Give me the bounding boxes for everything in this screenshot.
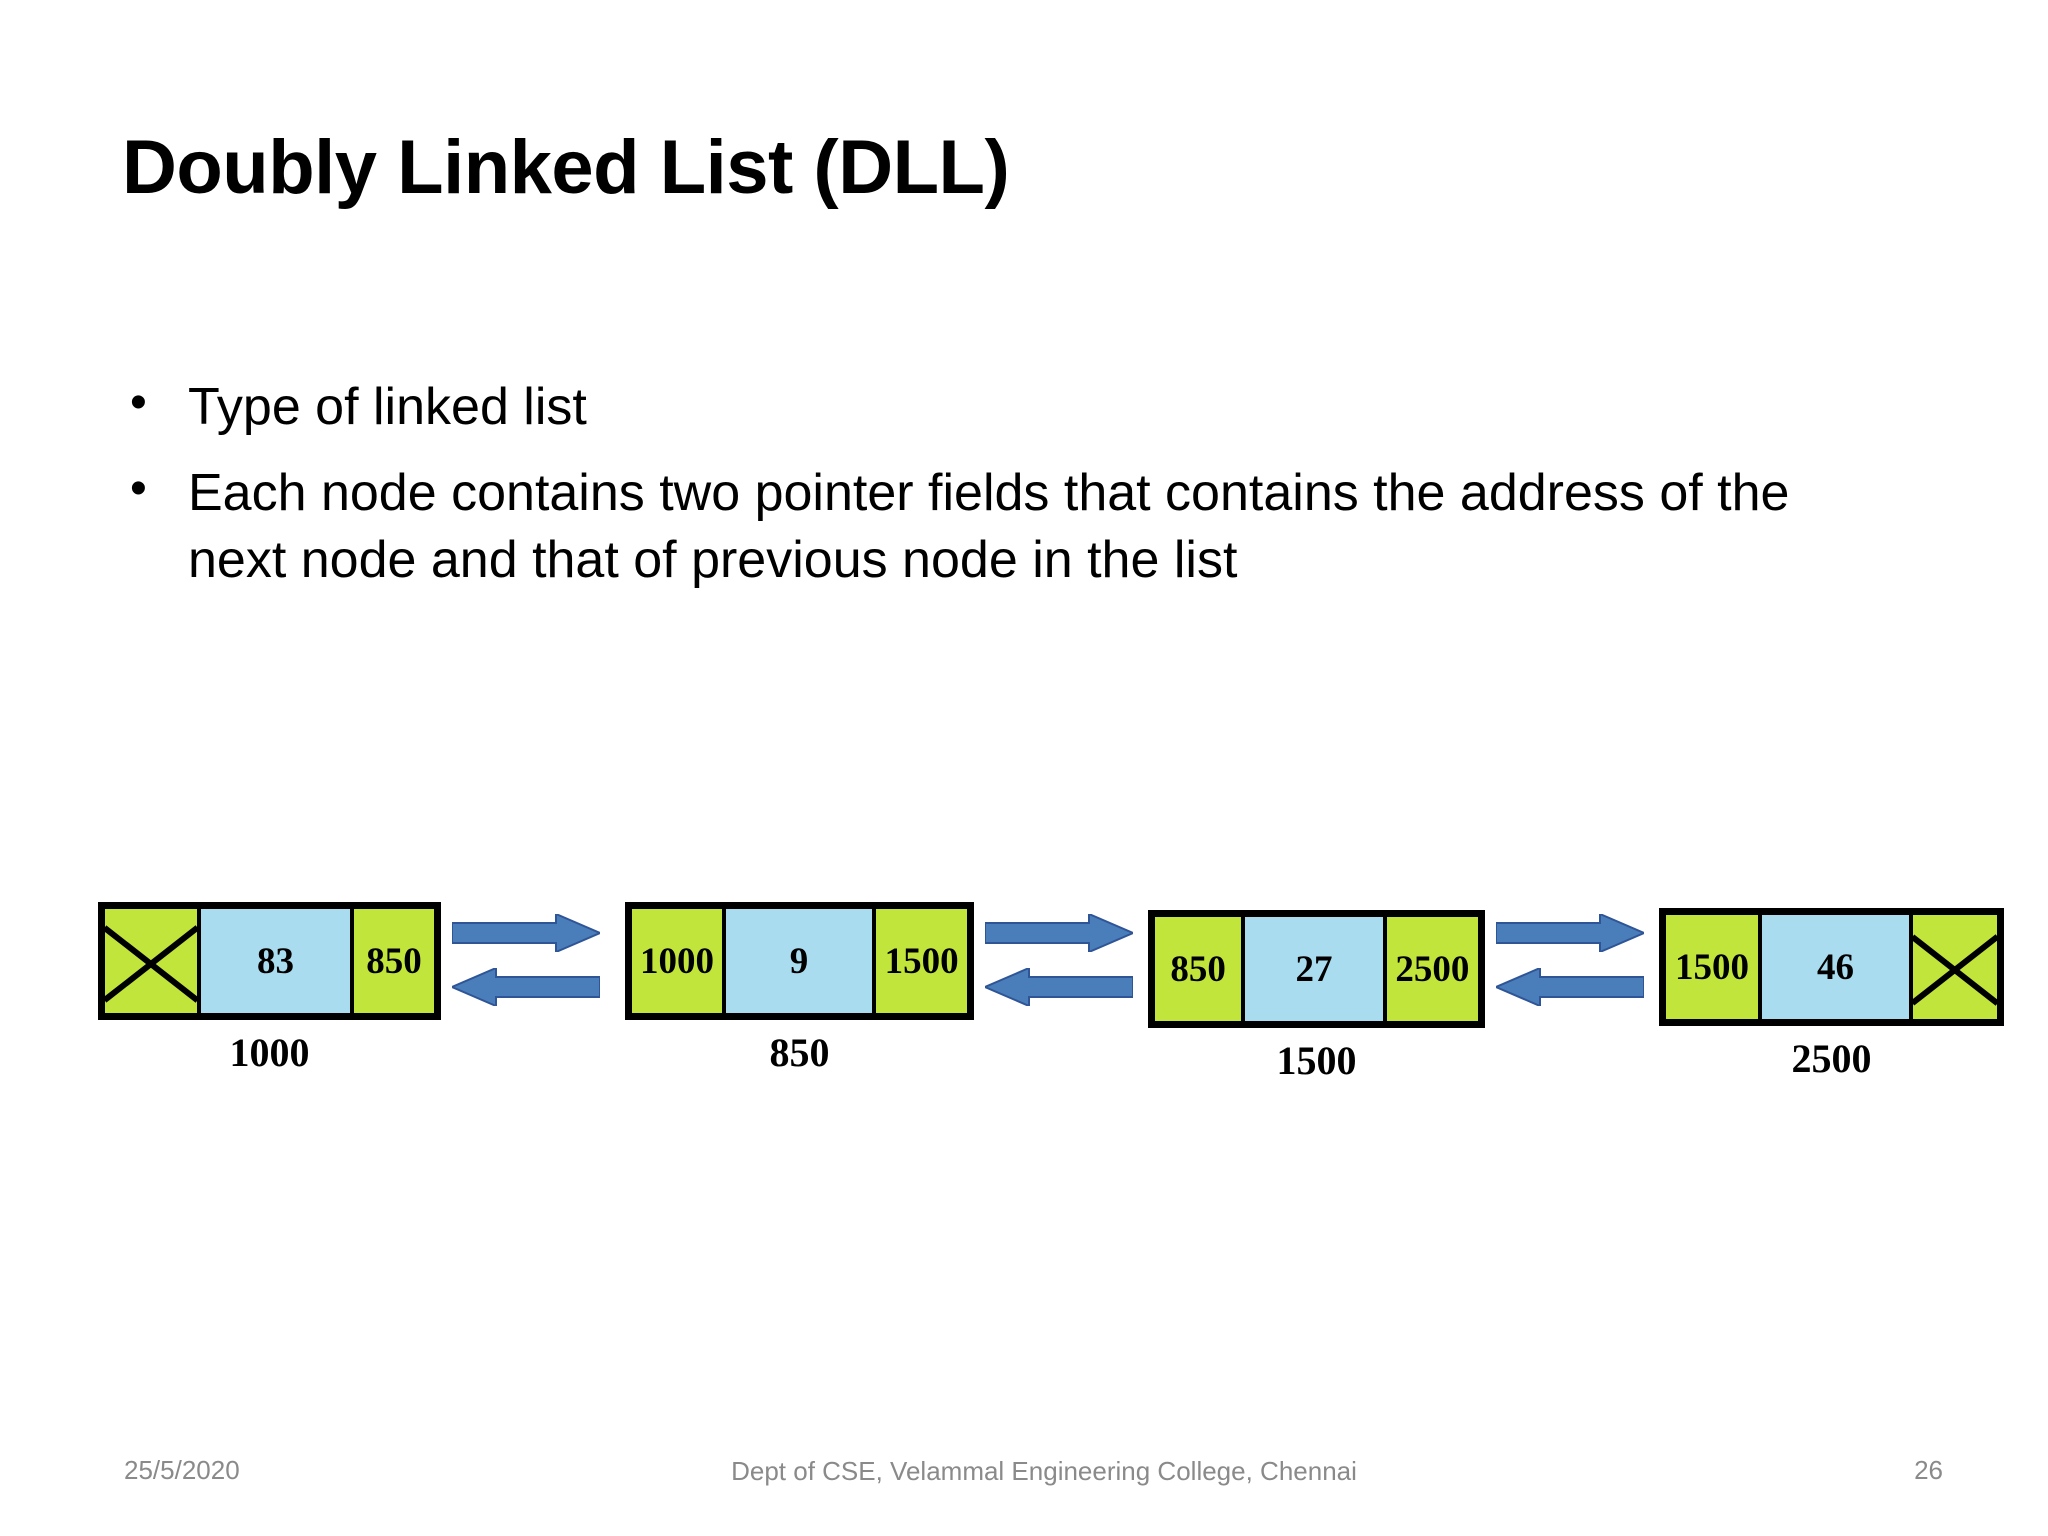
next-arrow-right-icon [452, 914, 600, 952]
next-pointer-value: 850 [350, 909, 434, 1013]
list-item: • Type of linked list [120, 374, 1920, 442]
node-box: 850 27 2500 [1148, 910, 1485, 1028]
prev-pointer-value: 1500 [1666, 915, 1762, 1019]
node-address-label: 1500 [1276, 1038, 1357, 1083]
node-address-label: 1000 [229, 1030, 310, 1075]
prev-pointer-value: 1000 [632, 909, 726, 1013]
node-address-label: 2500 [1791, 1036, 1872, 1081]
bullet-text: Each node contains two pointer fields th… [188, 463, 1790, 590]
next-pointer-null-icon [1909, 915, 1997, 1019]
node-box: 1500 46 [1659, 908, 2004, 1026]
prev-arrow-left-icon [985, 968, 1133, 1006]
slide-footer: 25/5/2020 Dept of CSE, Velammal Engineer… [0, 1455, 2048, 1535]
prev-arrow-left-icon [1496, 968, 1644, 1006]
node-address-label: 850 [769, 1030, 830, 1075]
next-pointer-value: 2500 [1382, 917, 1479, 1021]
arrow-pair-node1-node2 [452, 912, 600, 1016]
node-data-value: 46 [1762, 915, 1909, 1019]
prev-pointer-null-icon [105, 909, 201, 1013]
list-item: • Each node contains two pointer fields … [120, 460, 1920, 595]
node-box: 1000 9 1500 [625, 902, 974, 1020]
prev-arrow-left-icon [452, 968, 600, 1006]
node-data-value: 27 [1245, 917, 1383, 1021]
doubly-linked-list-diagram: 83 850 1000 1000 9 1500 850 [0, 880, 2048, 1100]
next-pointer-value: 1500 [872, 909, 968, 1013]
next-arrow-right-icon [985, 914, 1133, 952]
bullet-text: Type of linked list [188, 378, 587, 436]
next-arrow-right-icon [1496, 914, 1644, 952]
dll-node: 1000 9 1500 850 [625, 902, 974, 1076]
dll-node: 850 27 2500 1500 [1148, 910, 1485, 1084]
node-data-value: 83 [201, 909, 350, 1013]
dll-node: 1500 46 2500 [1659, 908, 2004, 1082]
footer-page-number: 26 [1914, 1455, 1943, 1485]
bullet-list: • Type of linked list • Each node contai… [120, 374, 1920, 613]
page-title: Doubly Linked List (DLL) [122, 125, 1010, 210]
prev-pointer-value: 850 [1155, 917, 1246, 1021]
footer-date: 25/5/2020 [124, 1455, 240, 1485]
footer-organization: Dept of CSE, Velammal Engineering Colleg… [731, 1456, 1357, 1486]
node-box: 83 850 [98, 902, 441, 1020]
arrow-pair-node2-node3 [985, 912, 1133, 1016]
node-data-value: 9 [725, 909, 873, 1013]
bullet-point-icon: • [130, 376, 147, 429]
dll-node: 83 850 1000 [98, 902, 441, 1076]
arrow-pair-node3-node4 [1496, 912, 1644, 1016]
bullet-point-icon: • [130, 461, 147, 515]
